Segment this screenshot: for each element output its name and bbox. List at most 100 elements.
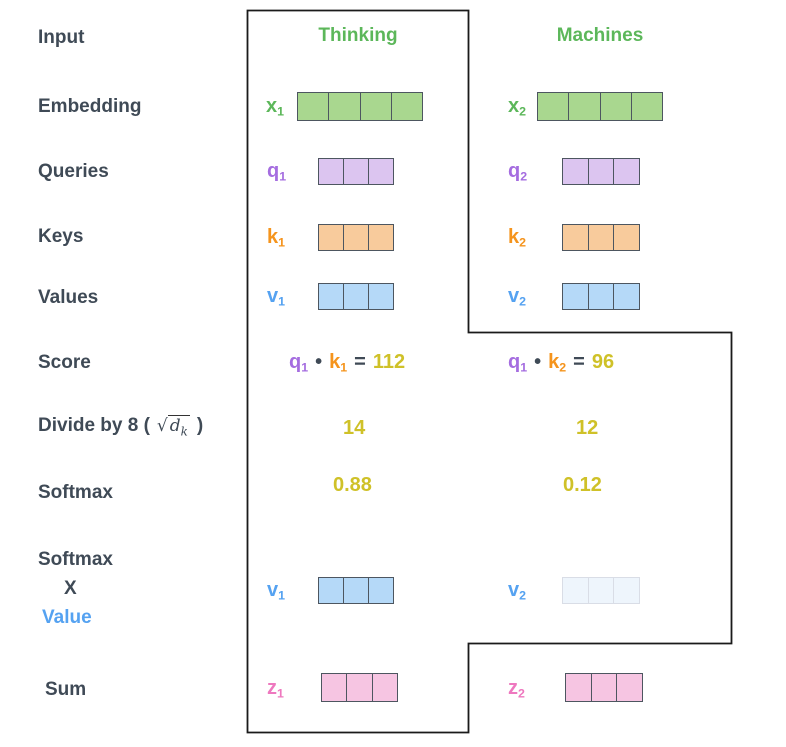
x1-letter: x	[266, 95, 278, 117]
q1-subscript: 1	[279, 169, 287, 184]
vector-cell	[563, 284, 588, 309]
row-label-divide: Divide by 8 (√dk)	[38, 415, 203, 438]
vector-cell	[587, 578, 614, 603]
dot-operator: •	[315, 351, 323, 373]
k1-subscript: 1	[278, 235, 286, 250]
vector-cell	[587, 284, 614, 309]
vector-cell	[538, 93, 569, 120]
score-left-value: 112	[372, 351, 406, 373]
divide-prefix: Divide by 8 (	[38, 415, 150, 436]
vector-label-q1: q1	[267, 160, 286, 183]
vector-label-z2: z2	[508, 677, 525, 700]
vector-z2	[565, 673, 643, 702]
vector-cell	[563, 225, 588, 250]
v1-subscript: 1	[278, 294, 286, 309]
vector-cell	[599, 93, 631, 120]
score-right-k: k2	[548, 351, 567, 375]
z1-subscript: 1	[277, 686, 284, 701]
vector-cell	[613, 225, 640, 250]
vector-k2	[562, 224, 640, 251]
row-label-embedding: Embedding	[38, 96, 142, 117]
row-label-queries: Queries	[38, 161, 109, 182]
vector-cell	[322, 674, 347, 701]
softmax-value-right: 0.12	[563, 474, 602, 496]
row-label-sum: Sum	[45, 679, 87, 700]
vector-v1-weighted	[318, 577, 394, 604]
v2-subscript: 2	[519, 294, 527, 309]
vector-x1	[297, 92, 423, 121]
v2b-letter: v	[508, 579, 520, 601]
vector-cell	[343, 284, 368, 309]
vector-cell	[368, 578, 393, 603]
sqrt-dk-formula: √dk	[156, 415, 190, 438]
row-label-softmax: Softmax	[38, 482, 113, 503]
row-label-input: Input	[38, 27, 85, 48]
score-left-k: k1	[329, 351, 348, 375]
vector-cell	[319, 578, 343, 603]
vector-cell	[359, 93, 391, 120]
vector-label-q2: q2	[508, 160, 527, 183]
k2-letter: k	[508, 226, 520, 248]
row-label-score: Score	[38, 352, 91, 373]
row-label-values: Values	[38, 287, 99, 308]
k2-subscript: 2	[519, 235, 527, 250]
row-label-softmax-x-value-line3: Value	[42, 607, 92, 628]
equals-sign: =	[573, 351, 585, 373]
vector-v2	[562, 283, 640, 310]
divide-value-right: 12	[576, 417, 599, 439]
z2-subscript: 2	[518, 686, 525, 701]
row-label-softmax-x-value-line1: Softmax	[38, 549, 113, 570]
radical-sign: √	[156, 416, 168, 436]
vector-label-v1-weighted: v1	[267, 579, 285, 602]
dot-operator: •	[534, 351, 542, 373]
vector-cell	[319, 284, 343, 309]
vector-label-k1: k1	[267, 226, 285, 249]
score-right-value: 96	[591, 351, 615, 373]
vector-cell	[368, 284, 393, 309]
vector-label-x2: x2	[508, 95, 526, 118]
vector-cell	[613, 578, 640, 603]
score-right: q1 • k2 = 96	[508, 351, 614, 374]
vector-cell	[616, 674, 643, 701]
vector-v1	[318, 283, 394, 310]
x2-letter: x	[508, 95, 520, 117]
vector-label-v2: v2	[508, 285, 526, 308]
vector-cell	[613, 284, 640, 309]
row-label-keys: Keys	[38, 226, 84, 247]
q2-subscript: 2	[520, 169, 528, 184]
q2-letter: q	[508, 160, 521, 182]
vector-label-v1: v1	[267, 285, 285, 308]
vector-cell	[368, 159, 393, 184]
vector-label-x1: x1	[266, 95, 284, 118]
radicand-dk: dk	[167, 415, 190, 438]
vector-cell	[563, 159, 588, 184]
vector-cell	[319, 225, 343, 250]
vector-cell	[587, 159, 614, 184]
v1-letter: v	[267, 285, 279, 307]
score-left: q1•k1=112	[289, 351, 405, 374]
q1-letter: q	[267, 160, 280, 182]
vector-cell	[613, 159, 640, 184]
z2-letter: z	[508, 677, 518, 699]
vector-label-z1: z1	[267, 677, 284, 700]
divide-value-left: 14	[343, 417, 366, 439]
score-right-q: q1	[508, 351, 528, 375]
v1b-letter: v	[267, 579, 279, 601]
vector-v2-weighted-faded	[562, 577, 640, 604]
column-header-thinking: Thinking	[318, 25, 398, 46]
vector-k1	[318, 224, 394, 251]
vector-cell	[346, 674, 372, 701]
vector-label-v2-weighted: v2	[508, 579, 526, 602]
vector-cell	[343, 225, 368, 250]
vector-cell	[343, 578, 368, 603]
vector-cell	[587, 225, 614, 250]
k1-letter: k	[267, 226, 279, 248]
v1b-subscript: 1	[278, 588, 286, 603]
vector-x2	[537, 92, 663, 121]
vector-label-k2: k2	[508, 226, 526, 249]
d-symbol: d	[169, 416, 181, 436]
column-header-machines: Machines	[556, 25, 644, 46]
vector-cell	[368, 225, 393, 250]
